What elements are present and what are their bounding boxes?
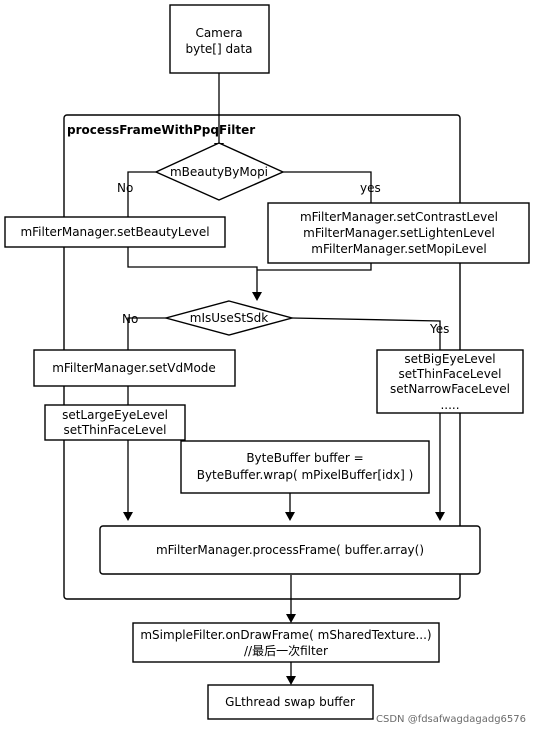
on-draw-frame-node: mSimpleFilter.onDrawFrame( mSharedTextur… [132, 622, 440, 663]
set-thin-face-level-label: setThinFaceLevel [63, 423, 166, 437]
beauty-no-label: No [117, 181, 133, 195]
set-thin-face-level-st-label: setThinFaceLevel [398, 367, 501, 381]
swap-buffer-node: GLthread swap buffer [207, 684, 374, 720]
connectors [127, 73, 441, 676]
arrowhead-process-left [123, 512, 133, 521]
st-params-ellipsis: ..... [440, 398, 459, 412]
arrowhead-process-right [435, 512, 445, 521]
beauty-decision-label: mBeautyByMopi [170, 165, 268, 179]
arrowhead-st [252, 292, 262, 301]
st-no-label: No [122, 312, 138, 326]
connector-beauty-no [127, 171, 156, 217]
arrowhead-process-mid [285, 512, 295, 521]
on-draw-frame-box [132, 622, 440, 663]
set-mopi-level-label: mFilterManager.setMopiLevel [311, 242, 486, 256]
connector-st-no [127, 317, 166, 350]
process-frame-label: mFilterManager.processFrame( buffer.arra… [156, 543, 424, 557]
arrowhead-draw [286, 614, 296, 623]
mopi-levels-box [267, 202, 530, 264]
no-st-params-node: setLargeEyeLevel setThinFaceLevel [44, 404, 186, 441]
connector-mopi-to-st [257, 263, 372, 271]
process-group-title: processFrameWithPpqFilter [67, 123, 255, 137]
set-lighten-level-label: mFilterManager.setLightenLevel [303, 226, 495, 240]
beauty-yes-label: yes [360, 181, 381, 195]
camera-box [169, 4, 270, 74]
on-draw-frame-label: mSimpleFilter.onDrawFrame( mSharedTextur… [140, 628, 431, 642]
set-beauty-level-box [4, 216, 226, 248]
beauty-decision-node: mBeautyByMopi No yes [117, 142, 381, 201]
arrowhead-swap [286, 676, 296, 685]
set-beauty-level-label: mFilterManager.setBeautyLevel [20, 225, 209, 239]
last-filter-comment: //最后一次filter [244, 644, 328, 658]
mopi-levels-node: mFilterManager.setContrastLevel mFilterM… [267, 202, 530, 264]
camera-label: Camera [195, 26, 242, 40]
set-large-eye-level-label: setLargeEyeLevel [62, 408, 168, 422]
swap-buffer-box [207, 684, 374, 720]
set-contrast-level-label: mFilterManager.setContrastLevel [300, 210, 498, 224]
set-beauty-level-node: mFilterManager.setBeautyLevel [4, 216, 226, 248]
connector-beauty-level-to-st [127, 247, 258, 292]
bytebuffer-wrap-label: ByteBuffer.wrap( mPixelBuffer[idx] ) [197, 468, 414, 482]
st-decision-diamond [163, 300, 295, 336]
bytebuffer-box [180, 440, 430, 494]
set-vd-mode-label: mFilterManager.setVdMode [52, 361, 216, 375]
camera-node: Camera byte[] data [169, 4, 270, 74]
set-vd-mode-node: mFilterManager.setVdMode [33, 349, 236, 387]
set-narrow-face-level-label: setNarrowFaceLevel [390, 382, 510, 396]
set-big-eye-level-label: setBigEyeLevel [404, 352, 495, 366]
no-st-params-box [44, 404, 186, 441]
bytebuffer-node: ByteBuffer buffer = ByteBuffer.wrap( mPi… [180, 440, 430, 494]
connector-st-yes [291, 317, 441, 512]
bytebuffer-declaration-label: ByteBuffer buffer = [246, 451, 363, 465]
st-yes-label: Yes [429, 322, 449, 336]
swap-buffer-label: GLthread swap buffer [225, 695, 355, 709]
st-decision-node: mIsUseStSdk No Yes [122, 300, 449, 336]
process-frame-node: mFilterManager.processFrame( buffer.arra… [99, 525, 481, 575]
beauty-decision-diamond [154, 142, 285, 201]
csdn-watermark: CSDN @fdsafwagdagadg6576 [376, 714, 526, 725]
st-params-box [376, 349, 524, 414]
connector-beauty-yes [283, 171, 372, 203]
st-params-node: setBigEyeLevel setThinFaceLevel setNarro… [376, 349, 524, 414]
set-vd-mode-box [33, 349, 236, 387]
st-decision-label: mIsUseStSdk [190, 311, 268, 325]
camera-data-label: byte[] data [185, 42, 252, 56]
process-frame-box [99, 525, 481, 575]
